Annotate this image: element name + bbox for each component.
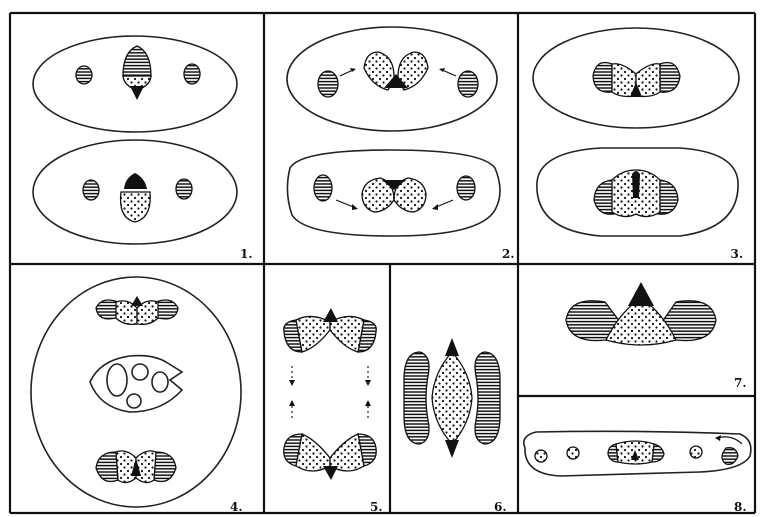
black-body <box>445 338 459 356</box>
hatched-chromosome <box>154 452 176 482</box>
arrow-head <box>432 204 438 210</box>
hatched-chromosome <box>475 352 500 444</box>
hatched-chromosome <box>123 46 151 76</box>
dotted-chromosome <box>690 446 702 458</box>
black-body <box>445 440 459 458</box>
panel-label-7: 7. <box>734 376 747 390</box>
hatched-chromosome <box>457 176 475 200</box>
hatched-chromosome <box>660 63 680 93</box>
dotted-chromosome <box>116 451 136 483</box>
panel-label-3: 3. <box>730 247 743 261</box>
hatched-chromosome <box>96 452 118 482</box>
hatched-chromosome <box>594 180 614 214</box>
black-body <box>628 282 654 306</box>
hatched-chromosome <box>314 175 332 201</box>
panel-label-4: 4. <box>230 500 243 514</box>
hatched-chromosome <box>83 180 99 200</box>
central-vacuole <box>132 364 148 380</box>
arrow-head <box>715 435 721 441</box>
hatched-chromosome <box>184 64 200 84</box>
panel-4: 4. <box>31 277 243 514</box>
dotted-chromosome <box>121 192 151 222</box>
panel-7: 7. <box>566 282 747 390</box>
hatched-chromosome <box>722 448 738 465</box>
panel-1: 1. <box>33 36 253 261</box>
dotted-chromosome <box>330 434 364 471</box>
panel-3: 3. <box>533 28 743 261</box>
hatched-chromosome <box>76 66 92 84</box>
dotted-chromosome <box>567 447 579 459</box>
black-body <box>124 173 147 189</box>
hatched-chromosome <box>318 71 338 97</box>
hatched-chromosome <box>404 352 429 444</box>
panel-2: 2. <box>287 27 515 261</box>
hatched-chromosome <box>458 71 478 97</box>
arrow-head <box>365 380 371 386</box>
panel-label-6: 6. <box>494 500 507 514</box>
hatched-chromosome <box>156 300 178 319</box>
central-vacuole <box>127 394 141 408</box>
panel-label-2: 2. <box>502 247 515 261</box>
panel-label-1: 1. <box>240 247 253 261</box>
panel-label-8: 8. <box>734 500 747 514</box>
hatched-chromosome <box>96 300 118 319</box>
black-body <box>323 308 338 322</box>
black-body <box>130 86 144 100</box>
dotted-chromosome <box>296 434 330 471</box>
black-body <box>632 171 640 198</box>
central-vacuole <box>152 372 168 392</box>
hatched-chromosome <box>658 180 678 214</box>
dotted-chromosome <box>432 352 472 444</box>
panel-8: 8. <box>524 431 751 514</box>
black-body <box>323 466 338 480</box>
hatched-chromosome <box>593 63 612 93</box>
black-body <box>131 296 143 306</box>
panel-label-5: 5. <box>370 500 383 514</box>
dotted-chromosome <box>535 450 547 462</box>
panel-6: 6. <box>404 338 507 514</box>
arrow-head <box>352 204 358 210</box>
arrow-head <box>365 400 371 406</box>
panel-5: 5. <box>284 308 383 514</box>
central-vacuole <box>107 364 127 396</box>
hatched-chromosome <box>176 179 192 199</box>
arrow-head <box>289 400 295 406</box>
arrow-head <box>289 380 295 386</box>
dotted-chromosome <box>136 451 156 483</box>
